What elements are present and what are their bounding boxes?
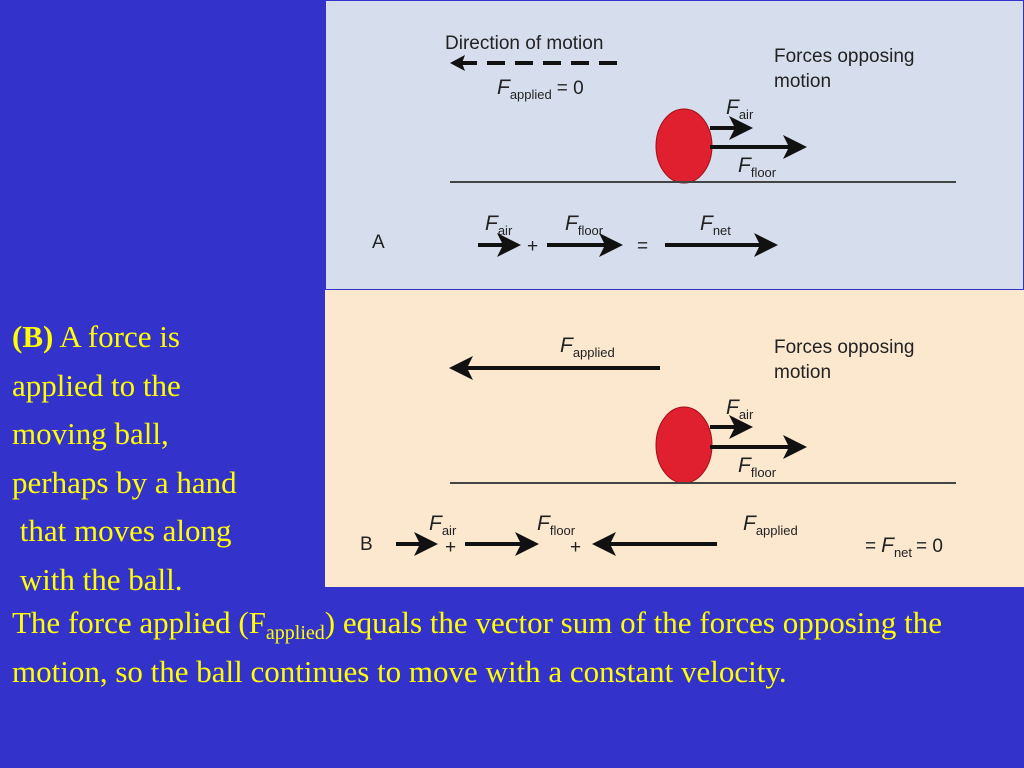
forces-opposing-label-2: motion: [774, 362, 831, 383]
explanation-part: The force applied (F: [12, 605, 266, 640]
f-floor-label: Ffloor: [738, 454, 777, 480]
explanation-subscript: applied: [265, 622, 325, 644]
panel-a-letter: A: [372, 232, 385, 253]
caption: (B) A force is applied to the moving bal…: [12, 313, 237, 604]
plus-sign: +: [445, 537, 456, 558]
forces-opposing-label-2: motion: [774, 71, 831, 92]
force-diagram: Direction of motion Fapplied= 0 Forces o…: [325, 0, 1024, 587]
f-net-zero: =Fnet= 0: [865, 534, 943, 560]
ball: [655, 108, 713, 184]
caption-label: (B): [12, 319, 54, 354]
panel-b-letter: B: [360, 534, 373, 555]
plus-sign: +: [527, 236, 538, 257]
panel-a: Direction of motion Fapplied= 0 Forces o…: [325, 0, 1024, 291]
ball: [655, 406, 713, 484]
caption-line: applied to the: [12, 367, 181, 403]
panel-b: Fapplied Forces opposing motion Fair Ffl…: [325, 290, 1024, 587]
caption-line: with the ball.: [12, 561, 183, 597]
f-floor-label: Ffloor: [738, 154, 777, 180]
eq-f-floor-label: Ffloor: [537, 512, 576, 538]
f-net-label: Fnet: [700, 212, 731, 238]
explanation-text: The force applied (Fapplied) equals the …: [12, 598, 1017, 696]
equals-sign: =: [637, 236, 648, 257]
forces-opposing-label: Forces opposing: [774, 337, 914, 358]
forces-opposing-label: Forces opposing: [774, 46, 914, 67]
direction-arrowhead: [450, 55, 465, 71]
plus-sign-2: +: [570, 537, 581, 558]
explanation-part: ) equals the vector sum of the forces op…: [12, 605, 943, 689]
eq-f-floor-label: Ffloor: [565, 212, 604, 238]
eq-f-applied-label: Fapplied: [743, 512, 798, 538]
f-applied-zero: Fapplied= 0: [497, 76, 584, 102]
direction-of-motion-label: Direction of motion: [445, 33, 603, 54]
caption-line: A force is: [53, 319, 180, 354]
caption-line: that moves along: [12, 513, 232, 548]
caption-line: perhaps by a hand: [12, 464, 237, 500]
eq-f-air-label: Fair: [429, 512, 457, 538]
caption-line: moving ball,: [12, 416, 169, 451]
f-applied-label: Fapplied: [560, 334, 615, 360]
